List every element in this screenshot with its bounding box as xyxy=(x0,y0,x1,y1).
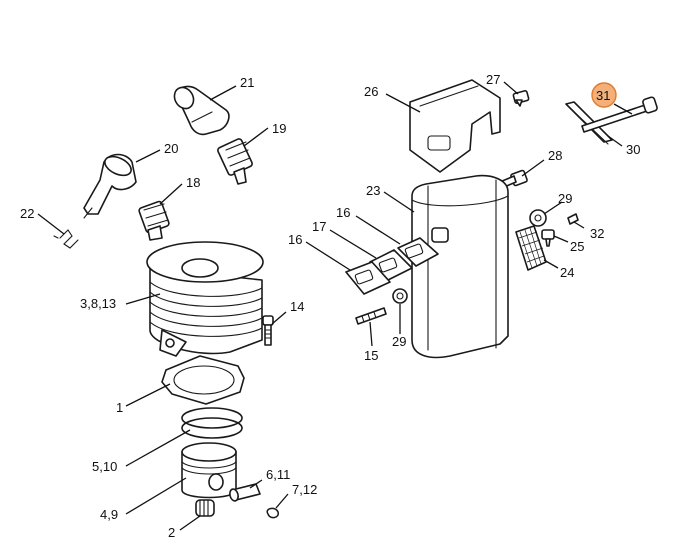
callout-31[interactable]: 31 xyxy=(596,88,610,103)
callout-25[interactable]: 25 xyxy=(570,239,584,254)
callout-14[interactable]: 14 xyxy=(290,299,304,314)
callout-29-upper[interactable]: 29 xyxy=(558,191,572,206)
spark-arrestor-screen-part xyxy=(515,225,547,271)
callout-29-lower[interactable]: 29 xyxy=(392,334,406,349)
callout-23[interactable]: 23 xyxy=(366,183,380,198)
callout-28[interactable]: 28 xyxy=(548,148,562,163)
callout-3-8-13[interactable]: 3,8,13 xyxy=(80,296,116,311)
callout-2[interactable]: 2 xyxy=(168,525,175,540)
callout-20[interactable]: 20 xyxy=(164,141,178,156)
callout-19[interactable]: 19 xyxy=(272,121,286,136)
piston-part xyxy=(181,442,237,499)
callout-30[interactable]: 30 xyxy=(626,142,640,157)
needle-cage-part xyxy=(195,499,215,517)
callout-21[interactable]: 21 xyxy=(240,75,254,90)
small-screw-part xyxy=(567,213,579,225)
spark-plug-boot-long-part xyxy=(83,153,137,219)
leader-lines xyxy=(37,81,633,531)
muffler-part xyxy=(411,174,509,359)
flange-gasket-lower-part xyxy=(345,261,391,295)
callout-32[interactable]: 32 xyxy=(590,226,604,241)
cylinder-part xyxy=(146,241,264,357)
screw-part xyxy=(262,315,274,346)
spark-plug-boot-angled-part xyxy=(173,85,230,136)
circlip-part xyxy=(266,507,279,519)
callout-18[interactable]: 18 xyxy=(186,175,200,190)
callout-15[interactable]: 15 xyxy=(364,348,378,363)
callout-17[interactable]: 17 xyxy=(312,219,326,234)
spring-part xyxy=(53,229,79,249)
spark-plug-part xyxy=(217,138,253,185)
callout-22[interactable]: 22 xyxy=(20,206,34,221)
stud-part xyxy=(355,307,387,325)
callout-7-12[interactable]: 7,12 xyxy=(292,482,317,497)
callout-4-9[interactable]: 4,9 xyxy=(100,507,118,522)
flange-gasket-upper-part xyxy=(397,237,439,267)
screw-25-part xyxy=(541,229,555,247)
nut-upper-part xyxy=(529,209,547,227)
callout-16-lower[interactable]: 16 xyxy=(288,232,302,247)
screw-small-part xyxy=(512,90,530,107)
spark-plug-small-part xyxy=(138,200,170,241)
callout-1[interactable]: 1 xyxy=(116,400,123,415)
heat-shield-part xyxy=(409,79,501,173)
callout-27[interactable]: 27 xyxy=(486,72,500,87)
callout-31-highlight xyxy=(591,82,617,108)
callout-6-11[interactable]: 6,11 xyxy=(266,467,290,482)
piston-rings-part xyxy=(181,407,243,439)
callout-24[interactable]: 24 xyxy=(560,265,574,280)
callout-16-upper[interactable]: 16 xyxy=(336,205,350,220)
nut-lower-part xyxy=(392,288,408,304)
callout-5-10[interactable]: 5,10 xyxy=(92,459,117,474)
gasket-part xyxy=(161,355,245,405)
piston-pin-part xyxy=(229,483,261,502)
callout-26[interactable]: 26 xyxy=(364,84,378,99)
callout-labels: 21 19 20 18 22 3,8,13 14 1 5,10 4,9 2 6,… xyxy=(20,72,640,540)
